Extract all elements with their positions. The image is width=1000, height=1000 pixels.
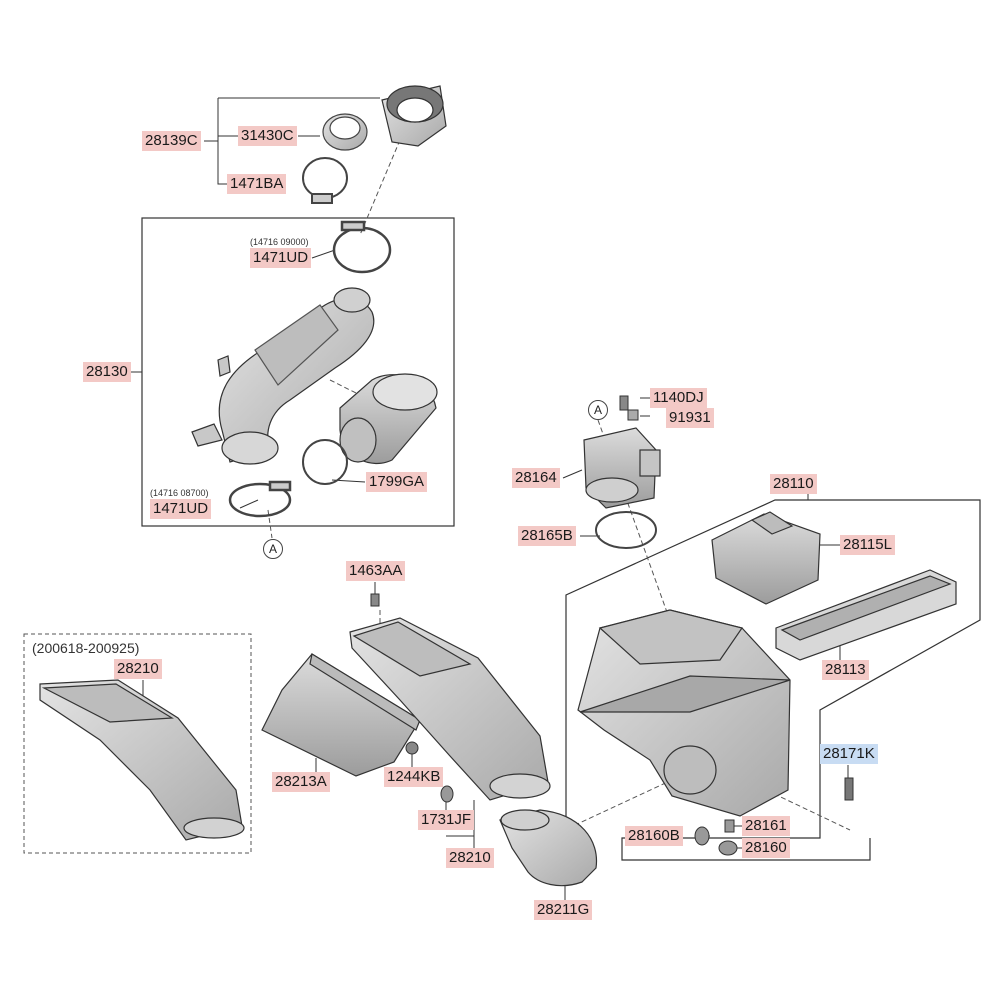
part-label-28171k[interactable]: 28171K (820, 744, 878, 764)
part-label-28213a[interactable]: 28213A (272, 772, 330, 792)
part-label-91931[interactable]: 91931 (666, 408, 714, 428)
part-1140dj-bolt (619, 395, 629, 411)
frame-date-range (23, 633, 252, 854)
part-1471ba-clamp (302, 157, 348, 204)
part-28130-hose (191, 287, 375, 465)
part-label-31430c[interactable]: 31430C (238, 126, 297, 146)
part-label-28115l[interactable]: 28115L (840, 535, 895, 555)
part-label-1140dj[interactable]: 1140DJ (650, 388, 707, 408)
part-label-1244kb[interactable]: 1244KB (384, 767, 444, 787)
part-28171k-bolt (844, 777, 854, 801)
part-label-28113[interactable]: 28113 (822, 660, 869, 680)
part-1471ud-bottom (228, 480, 292, 518)
part-28161 (724, 819, 735, 833)
part-label-28161[interactable]: 28161 (742, 816, 790, 836)
part-label-1799ga[interactable]: 1799GA (366, 472, 428, 492)
part-28160 (718, 840, 738, 856)
part-31430c-ring (322, 113, 368, 151)
part-label-28110[interactable]: 28110 (770, 474, 817, 494)
part-label-28165b[interactable]: 28165B (518, 526, 576, 546)
part-label-28210[interactable]: 28210 (446, 848, 494, 868)
part-1471ud-top (332, 220, 392, 274)
note-part-number-bottom: (14716 08700) (150, 488, 209, 498)
part-28115l-cover (711, 511, 821, 605)
part-label-28139c[interactable]: 28139C (142, 131, 201, 151)
part-1731jf-grommet (440, 785, 454, 803)
part-label-28211g[interactable]: 28211G (534, 900, 593, 920)
part-28160b (694, 826, 710, 846)
part-label-1731jf[interactable]: 1731JF (418, 810, 475, 830)
part-28164-sensor (583, 427, 661, 509)
part-1799ga-clamp (302, 439, 348, 485)
part-1244kb-bolt (405, 741, 419, 755)
reference-marker-a-bottom: A (263, 539, 283, 559)
part-adaptor (381, 85, 447, 147)
part-label-1471ud-bottom[interactable]: 1471UD (150, 499, 212, 519)
reference-marker-a-top: A (588, 400, 608, 420)
part-label-28130[interactable]: 28130 (83, 362, 131, 382)
part-28113-filter (775, 569, 957, 661)
part-28210-duct (349, 617, 551, 801)
part-label-28160[interactable]: 28160 (742, 838, 790, 858)
part-28210-old (39, 679, 245, 841)
frame-28110 (565, 499, 981, 861)
part-28165b-ring (595, 511, 657, 549)
part-28110-airbox (577, 609, 791, 817)
part-label-28210-old[interactable]: 28210 (114, 659, 162, 679)
note-part-number-top: (14716 09000) (250, 237, 309, 247)
note-date-range: (200618-200925) (32, 640, 140, 656)
part-28211g-elbow (499, 809, 598, 887)
part-label-28160b[interactable]: 28160B (625, 826, 683, 846)
part-1463aa-bolt (370, 593, 380, 607)
part-label-1471ba[interactable]: 1471BA (227, 174, 287, 194)
part-91931-connector (627, 409, 639, 421)
part-label-1471ud-top[interactable]: 1471UD (250, 248, 312, 268)
part-label-1463aa[interactable]: 1463AA (346, 561, 406, 581)
part-label-28164[interactable]: 28164 (512, 468, 560, 488)
part-bellows (339, 373, 438, 465)
